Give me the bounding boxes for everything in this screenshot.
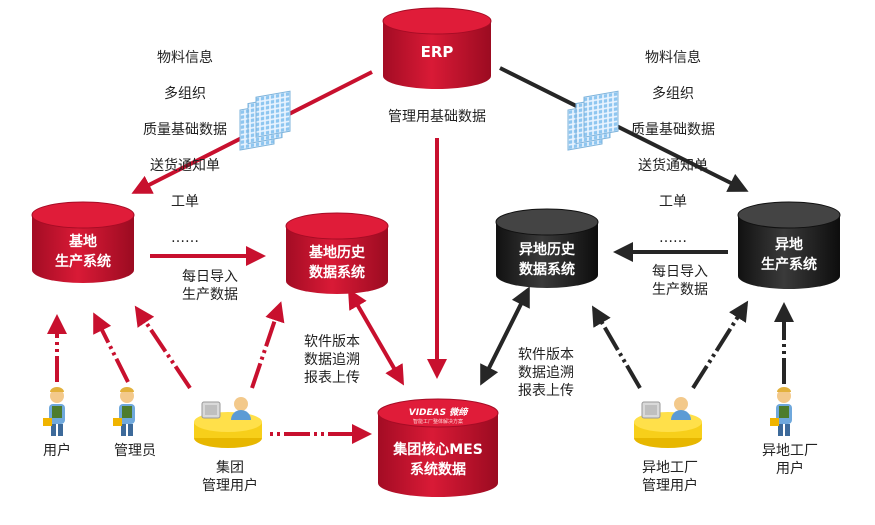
remote-history-database-icon bbox=[495, 208, 599, 288]
document-stack-right-icon bbox=[567, 90, 619, 151]
software-right-label: 软件版本 数据追溯 报表上传 bbox=[518, 347, 574, 399]
remote-factory-admin-label: 异地工厂 管理用户 bbox=[642, 460, 698, 494]
local-production-label: 基地 生产系统 bbox=[55, 234, 111, 270]
left-documents-list: 物料信息 多组织 质量基础数据 送货通知单 工单 …… bbox=[130, 31, 240, 265]
local-history-label: 基地历史 数据系统 bbox=[309, 245, 365, 281]
arrow-group-admin-to-local-history bbox=[250, 301, 285, 389]
left-doc-item: 多组织 bbox=[164, 86, 206, 102]
right-doc-item: …… bbox=[659, 230, 687, 246]
remote-admin-workstation-icon bbox=[634, 397, 702, 448]
arrow-remote-admin-to-remote-history bbox=[591, 305, 642, 390]
admin-person-icon bbox=[113, 387, 135, 436]
arrow-remote-history-mes bbox=[480, 286, 530, 386]
local-history-database-icon bbox=[285, 212, 389, 294]
arrow-admin-to-local-production bbox=[93, 312, 130, 383]
remote-production-label: 异地 生产系统 bbox=[761, 237, 817, 273]
erp-label: ERP bbox=[420, 43, 454, 61]
document-stack-left-icon bbox=[239, 90, 291, 151]
group-admin-workstation-icon bbox=[194, 397, 262, 448]
right-doc-item: 物料信息 bbox=[645, 50, 701, 66]
arrow-local-history-mes bbox=[347, 288, 405, 386]
software-left-label: 软件版本 数据追溯 报表上传 bbox=[304, 334, 360, 386]
remote-history-label: 异地历史 数据系统 bbox=[519, 242, 575, 278]
left-doc-item: 质量基础数据 bbox=[143, 122, 227, 138]
user-label: 用户 bbox=[43, 443, 71, 459]
mes-database-icon bbox=[377, 398, 499, 497]
remote-production-database-icon bbox=[737, 201, 841, 289]
right-documents-list: 物料信息 多组织 质量基础数据 送货通知单 工单 …… bbox=[618, 31, 728, 265]
mes-logo: VIDEAS 微缔 bbox=[408, 408, 468, 418]
daily-import-right-label: 每日导入 生产数据 bbox=[652, 264, 708, 298]
right-doc-item: 工单 bbox=[659, 194, 687, 210]
user-person-icon bbox=[43, 387, 65, 436]
left-doc-item: 物料信息 bbox=[157, 50, 213, 66]
right-doc-item: 质量基础数据 bbox=[631, 122, 715, 138]
mes-label: 集团核心MES 系统数据 bbox=[393, 442, 483, 478]
local-production-database-icon bbox=[31, 201, 135, 283]
remote-factory-user-label: 异地工厂 用户 bbox=[762, 443, 818, 477]
admin-label: 管理员 bbox=[114, 443, 156, 459]
right-doc-item: 多组织 bbox=[652, 86, 694, 102]
mes-logo-subtitle: 智能工厂整体解决方案 bbox=[412, 419, 463, 425]
right-doc-item: 送货通知单 bbox=[638, 158, 708, 174]
remote-factory-user-person-icon bbox=[770, 387, 792, 436]
arrow-erp-to-remote-production bbox=[499, 66, 749, 192]
arrow-remote-admin-to-remote-production bbox=[691, 300, 749, 390]
left-doc-item: 工单 bbox=[171, 194, 199, 210]
arrows-black bbox=[480, 66, 794, 390]
left-doc-item: 送货通知单 bbox=[150, 158, 220, 174]
erp-database-icon bbox=[382, 7, 492, 89]
erp-caption: 管理用基础数据 bbox=[388, 109, 486, 125]
group-admin-label: 集团 管理用户 bbox=[202, 460, 258, 494]
arrow-group-admin-to-local-production bbox=[134, 305, 192, 390]
daily-import-left-label: 每日导入 生产数据 bbox=[182, 269, 238, 303]
left-doc-item: …… bbox=[171, 230, 199, 246]
